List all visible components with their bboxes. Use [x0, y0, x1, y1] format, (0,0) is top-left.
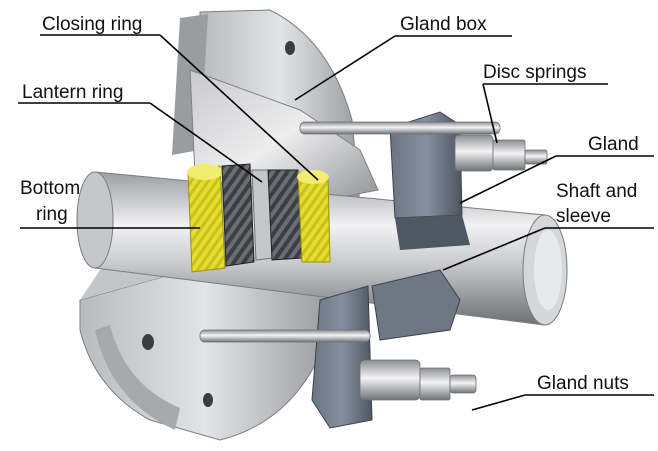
bolt-hole: [142, 334, 154, 350]
packing-rings: [187, 163, 331, 273]
label-shaft-line1: Shaft and: [556, 181, 637, 202]
closing-ring: [297, 171, 331, 263]
upper-nut: [492, 139, 526, 171]
bottom-ring: [187, 165, 226, 273]
gland-studs: [199, 121, 548, 401]
gland: [311, 111, 470, 429]
label-gland-nuts: Gland nuts: [537, 373, 629, 394]
disc-springs: [454, 134, 494, 172]
gland-nut: [419, 367, 451, 401]
label-gland-box: Gland box: [400, 14, 487, 35]
label-bottom-ring-line2: ring: [36, 204, 68, 225]
lower-disc-springs: [359, 359, 421, 401]
bolt-hole: [203, 393, 213, 407]
leader-lines: [18, 34, 654, 411]
dark-packing-ring-2: [267, 169, 303, 261]
label-disc-springs: Disc springs: [483, 62, 586, 83]
dark-packing-ring: [221, 163, 255, 267]
bolt-hole: [285, 41, 295, 55]
label-lantern-ring: Lantern ring: [22, 82, 123, 103]
label-shaft-line2: sleeve: [556, 206, 611, 227]
label-gland: Gland: [588, 134, 639, 155]
label-closing-ring: Closing ring: [42, 14, 142, 35]
label-bottom-ring-line1: Bottom: [20, 178, 80, 199]
